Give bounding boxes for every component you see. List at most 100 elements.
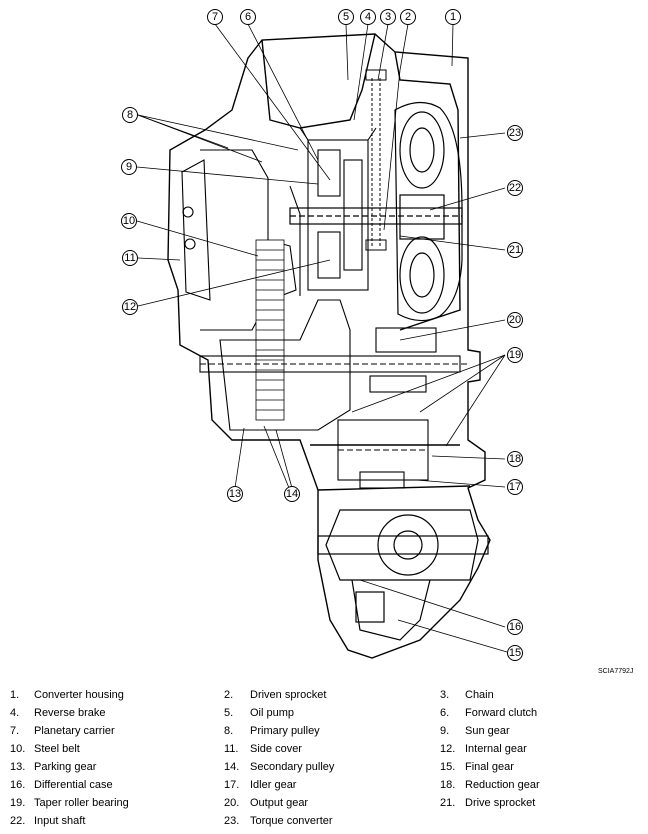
- legend-label: Idler gear: [250, 779, 297, 791]
- legend-item: 10.Steel belt: [10, 740, 80, 758]
- steel-belt-drawing: [255, 239, 285, 421]
- legend-number: 6.: [440, 707, 450, 719]
- legend-label: Differential case: [34, 779, 113, 791]
- legend-number: 11.: [224, 743, 239, 755]
- callout-18-number: 18: [509, 453, 521, 465]
- callout-19-number: 19: [509, 349, 521, 361]
- callout-3: 3: [380, 9, 396, 25]
- legend-number: 15.: [440, 761, 456, 773]
- input-shaft-drawing: [289, 207, 463, 225]
- legend-number: 8.: [224, 725, 234, 737]
- gear-train-drawing: [337, 327, 437, 489]
- legend-item: 15. Final gear: [440, 758, 514, 776]
- legend-number: 13.: [10, 761, 26, 773]
- callout-6: 6: [240, 9, 256, 25]
- callout-22-number: 22: [509, 182, 521, 194]
- callout-4: 4: [360, 9, 376, 25]
- legend-label: Driven sprocket: [250, 689, 327, 701]
- callout-6-number: 6: [245, 11, 251, 23]
- legend-item: 20.Output gear: [224, 794, 308, 812]
- differential-drawing: [317, 509, 489, 641]
- callout-16-number: 16: [509, 621, 521, 633]
- legend-number: 22.: [10, 815, 26, 827]
- callout-14-number: 14: [286, 488, 298, 500]
- legend-item: 13. Parking gear: [10, 758, 96, 776]
- callout-11: 11: [122, 250, 138, 266]
- callout-5-number: 5: [343, 11, 349, 23]
- legend-label: Drive sprocket: [465, 797, 536, 809]
- legend-number: 3.: [440, 689, 450, 701]
- legend-item: 2. Driven sprocket: [224, 686, 326, 704]
- legend-number: 18.: [440, 779, 456, 791]
- legend-number: 2.: [224, 689, 234, 701]
- legend-item: 12. Internal gear: [440, 740, 527, 758]
- legend-label: Input shaft: [34, 815, 86, 827]
- legend-label: Secondary pulley: [250, 761, 335, 773]
- legend-label: Oil pump: [250, 707, 295, 719]
- legend-item: 7. Planetary carrier: [10, 722, 115, 740]
- callout-9: 9: [121, 159, 137, 175]
- legend-label: Parking gear: [34, 761, 97, 773]
- callout-23: 23: [507, 125, 523, 141]
- legend-item: 6. Forward clutch: [440, 704, 537, 722]
- legend-label: Steel belt: [34, 743, 80, 755]
- callout-21: 21: [507, 242, 523, 258]
- callout-7-number: 7: [212, 11, 218, 23]
- legend-item: 5. Oil pump: [224, 704, 294, 722]
- legend-label: Planetary carrier: [34, 725, 115, 737]
- legend-item: 1. Converter housing: [10, 686, 124, 704]
- callout-15: 15: [507, 645, 523, 661]
- transaxle-housing-drawing: [167, 33, 491, 659]
- legend-number: 9.: [440, 725, 450, 737]
- legend-item: 19.Taper roller bearing: [10, 794, 129, 812]
- side-cover-drawing: [181, 159, 211, 301]
- legend-number: 5.: [224, 707, 234, 719]
- legend-item: 4.Reverse brake: [10, 704, 106, 722]
- callout-4-number: 4: [365, 11, 371, 23]
- legend-item: 22. Input shaft: [10, 812, 85, 830]
- legend-item: 14.Secondary pulley: [224, 758, 334, 776]
- legend-label: Final gear: [465, 761, 514, 773]
- callout-21-number: 21: [509, 244, 521, 256]
- legend-label: Side cover: [250, 743, 302, 755]
- callout-1: 1: [445, 9, 461, 25]
- callout-3-number: 3: [385, 11, 391, 23]
- callout-8-number: 8: [127, 109, 133, 121]
- legend-item: 3.Chain: [440, 686, 494, 704]
- legend-label: Taper roller bearing: [34, 797, 129, 809]
- callout-8: 8: [122, 107, 138, 123]
- legend-number: 4.: [10, 707, 20, 719]
- callout-17-number: 17: [509, 481, 521, 493]
- legend-number: 12.: [440, 743, 456, 755]
- callout-18: 18: [507, 451, 523, 467]
- transaxle-cross-section-diagram: 1 2 3 4 5 6 7 8 9 10 11 12 13 14 15 16 1…: [121, 9, 523, 661]
- callout-5: 5: [338, 9, 354, 25]
- callout-20: 20: [507, 312, 523, 328]
- legend-label: Internal gear: [465, 743, 527, 755]
- legend-label: Forward clutch: [465, 707, 538, 719]
- callout-17: 17: [507, 479, 523, 495]
- legend-label: Converter housing: [34, 689, 124, 701]
- parts-legend: 1. Converter housing 2. Driven sprocket 3.…: [0, 686, 648, 827]
- callout-16: 16: [507, 619, 523, 635]
- legend-label: Primary pulley: [250, 725, 320, 737]
- callout-2-number: 2: [405, 11, 411, 23]
- callout-9-number: 9: [126, 161, 132, 173]
- torque-converter-drawing: [394, 101, 463, 322]
- figure-code: SCIA7792J: [598, 668, 634, 675]
- legend-item: 16.Differential case: [10, 776, 113, 794]
- legend-number: 7.: [10, 725, 20, 737]
- callout-leaders: [136, 23, 508, 653]
- callout-10: 10: [121, 213, 137, 229]
- legend-item: 18. Reduction gear: [440, 776, 540, 794]
- legend-item: 17.Idler gear: [224, 776, 296, 794]
- legend-label: Torque converter: [250, 815, 333, 827]
- callout-13-number: 13: [229, 488, 241, 500]
- callout-15-number: 15: [509, 647, 521, 659]
- callout-13: 13: [227, 486, 243, 502]
- legend-number: 1.: [10, 689, 20, 701]
- primary-pulley-drawing: [200, 149, 301, 331]
- legend-label: Sun gear: [465, 725, 510, 737]
- legend-label: Reduction gear: [465, 779, 540, 791]
- callout-22: 22: [507, 180, 523, 196]
